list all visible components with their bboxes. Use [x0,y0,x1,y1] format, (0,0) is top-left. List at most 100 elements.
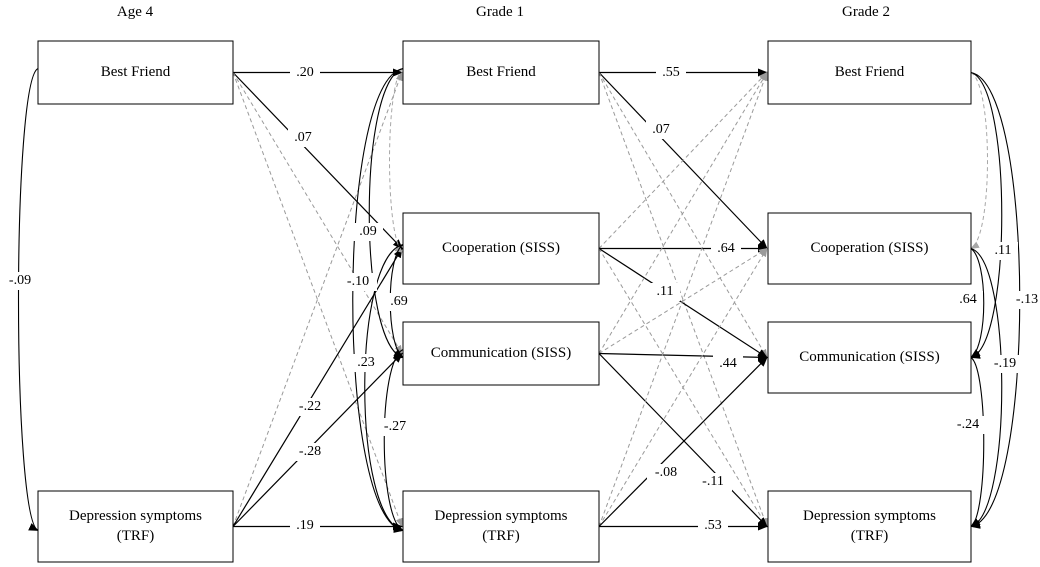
path-arrow-a-dep-to-g1-comm [232,352,403,527]
path-arrow-g1-dep-to-g2-coop [598,247,768,527]
path-coefficient: .07 [652,122,670,137]
node-label: Cooperation (SISS) [442,240,560,256]
node-label: Best Friend [835,64,905,80]
covariance-arrow-g1-bf-g1-coop [389,61,412,254]
node-label: Cooperation (SISS) [811,240,929,256]
path-coefficient: -.11 [702,474,724,489]
path-coefficient: -.22 [299,399,321,414]
coef-bg [384,293,414,311]
coef-bg [290,64,320,82]
node-g1-bf: Best Friend [402,40,600,105]
covariance-coefficient: .64 [959,292,977,307]
path-arrow-g1-bf-to-g2-dep [598,72,768,528]
coef-bg [288,129,318,147]
coef-bg [953,291,983,309]
path-coefficient: .53 [704,518,722,533]
covariance-arrow-g2-coop-g2-dep [961,242,1003,528]
node-label: Best Friend [466,64,536,80]
node-box [37,490,234,563]
coef-bg [353,223,383,241]
node-box [37,40,234,105]
coef-bg [291,398,329,416]
covariance-coefficient: -.27 [384,419,406,434]
node-label: (TRF) [851,528,889,544]
covariance-arrow-g2-bf-g2-coop [962,65,988,249]
path-arrow-a-dep-to-g1-bf [232,71,403,527]
covariance-arrow-g2-comm-g2-dep [961,349,985,528]
node-a-bf: Best Friend [37,40,234,105]
node-g2-bf: Best Friend [767,40,972,105]
coef-bg [713,355,743,373]
column-title-grade1: Grade 1 [476,4,524,20]
path-coefficient: .64 [717,241,735,256]
node-label: Depression symptoms [435,508,568,524]
covariance-arrow-g2-bf-g2-comm [961,66,1003,359]
path-arrow-g1-dep-to-g2-comm [598,356,768,527]
node-label: Communication (SISS) [799,349,939,365]
node-label: Communication (SISS) [431,345,571,361]
coef-bg [1,272,39,290]
coef-bg [647,464,685,482]
node-a-dep: Depression symptoms (TRF) [37,490,234,563]
covariance-coefficient: -.13 [1016,292,1038,307]
path-arrow-g1-comm-to-g2-bf [598,71,768,354]
coef-bg [711,240,741,258]
path-coefficient: -.28 [299,444,321,459]
path-coefficient: .19 [296,518,314,533]
coef-bg [646,121,676,139]
node-g2-comm: Communication (SISS) [767,321,972,394]
node-g1-coop: Cooperation (SISS) [402,212,600,285]
covariance-arrow-g1-bf-g1-dep [352,62,413,533]
covariance-coefficient: -.24 [957,417,979,432]
coef-bg [988,242,1018,260]
covariance-coefficient: .69 [390,294,408,309]
node-box [767,40,972,105]
path-arrow-a-bf-to-g1-coop [232,72,403,250]
node-g2-coop: Cooperation (SISS) [767,212,972,285]
coef-bg [949,416,987,434]
node-box [402,321,600,386]
coef-bg [650,283,680,301]
covariance-coefficient: -.10 [347,274,369,289]
coef-bg [1008,291,1040,309]
path-arrow-a-bf-to-g1-dep [232,72,403,528]
node-label: (TRF) [117,528,155,544]
path-coefficient: .07 [294,130,312,145]
path-coefficient: .11 [657,284,674,299]
coef-bg [290,517,320,535]
covariance-arrow-g1-coop-g1-dep [364,238,413,533]
covariance-coefficient: -.09 [9,273,31,288]
node-label: Best Friend [101,64,171,80]
path-arrow-a-bf-to-g1-comm [232,72,403,355]
coef-bg [351,354,381,372]
path-arrow-g1-coop-to-g2-comm [598,247,768,359]
covariance-arrow-g1-bf-g1-comm [368,62,413,359]
column-title-age4: Age 4 [117,4,154,20]
covariance-coefficient: -.19 [994,356,1016,371]
coef-bg [656,64,686,82]
coef-bg [986,355,1024,373]
path-coefficient: .44 [719,356,737,371]
path-coefficient: -.08 [655,465,677,480]
node-box [402,490,600,563]
node-label: (TRF) [482,528,520,544]
path-coefficient: .20 [296,65,314,80]
path-arrow-g1-dep-to-g2-bf [598,71,768,527]
path-coefficient: .55 [662,65,680,80]
node-g1-comm: Communication (SISS) [402,321,600,386]
covariance-coefficient: .11 [995,243,1012,258]
path-arrow-g1-coop-to-g2-bf [598,71,768,249]
coef-bg [291,443,329,461]
node-box [767,490,972,563]
node-g1-dep: Depression symptoms (TRF) [402,490,600,563]
node-label: Depression symptoms [69,508,202,524]
coef-bg [698,517,728,535]
node-box [767,212,972,285]
path-arrow-g1-comm-to-g2-coop [598,247,768,354]
covariance-arrow-a-bf-a-dep [17,61,48,531]
node-label: Depression symptoms [803,508,936,524]
covariance-arrow-g1-comm-g1-dep [383,341,413,531]
node-box [402,40,600,105]
coef-bg [339,273,377,291]
